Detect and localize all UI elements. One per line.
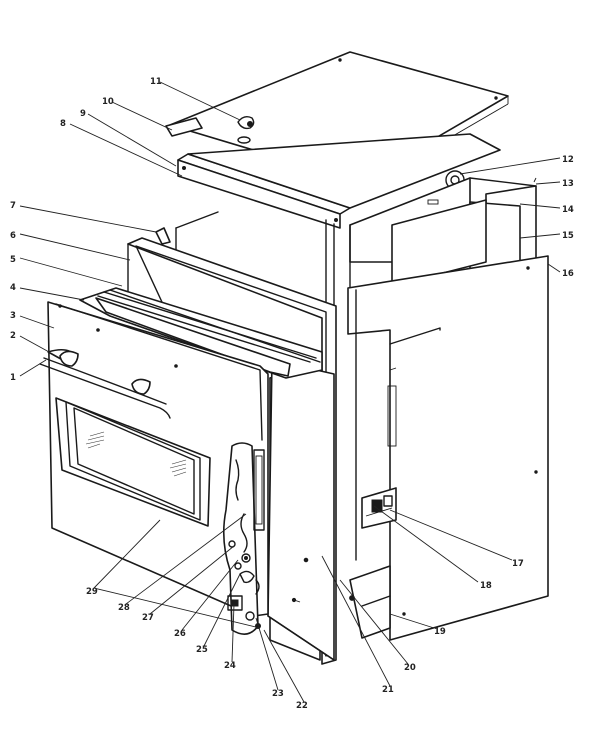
glass-reflection-mark-right <box>169 459 187 477</box>
callout-7: 7 <box>10 201 16 211</box>
callout-13: 13 <box>562 179 574 189</box>
callout-25: 25 <box>196 645 208 655</box>
door-window-glass <box>55 397 211 527</box>
callout-21: 21 <box>382 685 394 695</box>
front-top-rail <box>177 153 351 229</box>
callout-4: 4 <box>10 283 16 293</box>
callout-9: 9 <box>80 109 86 119</box>
callout-22: 22 <box>296 701 308 711</box>
callout-labels: 1 2 3 4 5 6 7 8 9 10 11 12 13 14 15 16 1… <box>10 77 574 711</box>
callout-27: 27 <box>142 613 154 623</box>
hinge-assembly <box>222 442 265 635</box>
callout-leaders <box>19 81 561 703</box>
callout-5: 5 <box>10 255 16 265</box>
callout-18: 18 <box>480 581 492 591</box>
cabinet-body <box>155 133 549 641</box>
callout-24: 24 <box>224 661 236 671</box>
top-small-bracket <box>165 117 251 144</box>
callout-29: 29 <box>86 587 98 597</box>
callout-23: 23 <box>272 689 284 699</box>
callout-19: 19 <box>434 627 446 637</box>
door-side-panel <box>267 359 335 661</box>
glass-reflection-mark-left <box>85 431 105 449</box>
callout-14: 14 <box>562 205 574 215</box>
callout-11: 11 <box>150 77 162 87</box>
callout-3: 3 <box>10 311 16 321</box>
callout-15: 15 <box>562 231 574 241</box>
door-handle <box>39 349 171 419</box>
door-inner-panel <box>79 287 323 379</box>
callout-8: 8 <box>60 119 66 129</box>
callout-10: 10 <box>102 97 114 107</box>
callout-1: 1 <box>10 373 16 383</box>
callout-2: 2 <box>10 331 16 341</box>
top-clip-bracket <box>237 115 255 130</box>
callout-20: 20 <box>404 663 416 673</box>
callout-26: 26 <box>174 629 186 639</box>
callout-17: 17 <box>512 559 524 569</box>
callout-28: 28 <box>118 603 130 613</box>
callout-16: 16 <box>562 269 574 279</box>
callout-12: 12 <box>562 155 574 165</box>
callout-6: 6 <box>10 231 16 241</box>
